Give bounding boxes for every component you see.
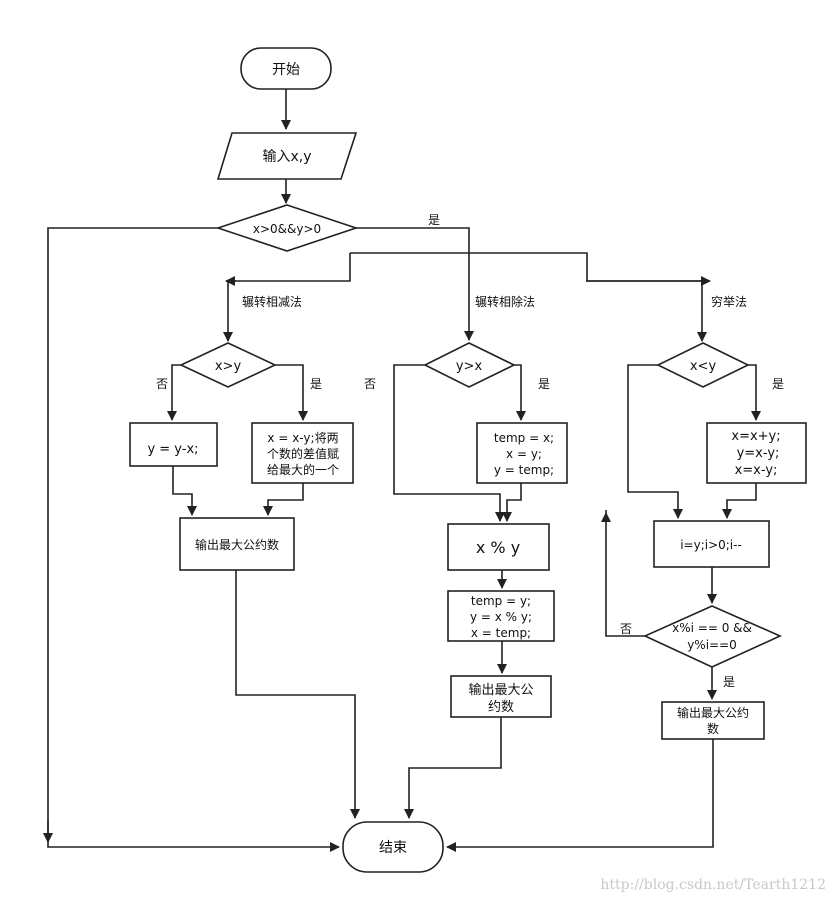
condition-div-diamond [423, 342, 516, 388]
connectors [43, 89, 761, 852]
swap-box [476, 422, 568, 484]
end-label: 结束 [379, 840, 407, 856]
swap-box-line-3: y = temp; [494, 463, 554, 477]
swap-box-2-line-1: x=x+y; [731, 429, 780, 444]
mod-box-text: x % y [476, 538, 520, 557]
swap-box-2-line-3: x=x-y; [735, 463, 778, 478]
sub-yes-box [251, 422, 354, 484]
sub-no-box [129, 422, 218, 467]
sub-no-label: 否 [156, 377, 168, 391]
condition-enum-label: x<y [690, 359, 717, 374]
div-output-box [450, 675, 552, 718]
condition-loop-line-1: x%i == 0 && [672, 621, 752, 635]
swap-box-line-1: temp = x; [494, 431, 554, 445]
sub-no-box-text: y = y-x; [147, 442, 198, 457]
input-parallelogram [216, 132, 358, 180]
sub-output-text: 输出最大公约数 [195, 537, 279, 552]
sub-yes-box-line-3: 给最大的一个 [267, 462, 339, 477]
start-terminal [240, 47, 332, 90]
end-terminal [342, 821, 444, 873]
start-label: 开始 [272, 62, 300, 78]
rotate-box-line-1: temp = y; [471, 594, 531, 608]
loop-box [653, 520, 770, 568]
mod-box [447, 523, 550, 571]
condition-main-diamond [215, 204, 359, 252]
main-yes-label: 是 [428, 213, 440, 227]
swap-box-2 [706, 422, 807, 484]
div-output-line-1: 输出最大公 [468, 682, 533, 698]
swap-box-line-2: x = y; [506, 447, 542, 461]
sub-output-box [179, 517, 295, 571]
condition-div-label: y>x [456, 359, 483, 374]
rotate-box-line-2: y = x % y; [470, 610, 532, 624]
condition-loop-line-2: y%i==0 [687, 638, 737, 652]
condition-sub-label: x>y [215, 359, 242, 374]
sub-yes-label: 是 [310, 377, 322, 391]
condition-sub-diamond [179, 342, 277, 388]
branch-enumerate-label: 穷举法 [711, 294, 747, 309]
sub-yes-box-line-1: x = x-y;将两 [267, 431, 338, 445]
enum-output-line-2: 数 [707, 721, 719, 736]
branch-divide-label: 辗转相除法 [475, 294, 535, 309]
div-output-line-2: 约数 [488, 700, 514, 715]
condition-loop-diamond [643, 605, 782, 668]
condition-enum-diamond [656, 342, 750, 388]
rotate-box [447, 590, 555, 642]
loop-yes-label: 是 [723, 675, 735, 689]
branch-subtract-label: 辗转相减法 [242, 294, 302, 309]
condition-main-label: x>0&&y>0 [253, 222, 321, 236]
watermark: http://blog.csdn.net/Tearth1212 [600, 877, 826, 893]
enum-output-box [661, 701, 765, 740]
loop-no-label: 否 [620, 622, 632, 636]
div-yes-label: 是 [538, 377, 550, 391]
div-no-label: 否 [364, 377, 376, 391]
enum-yes-label: 是 [772, 377, 784, 391]
loop-box-text: i=y;i>0;i-- [680, 538, 742, 552]
input-label: 输入x,y [262, 149, 311, 165]
sub-yes-box-line-2: 个数的差值赋 [267, 446, 339, 461]
rotate-box-line-3: x = temp; [471, 626, 531, 640]
swap-box-2-line-2: y=x-y; [737, 446, 780, 461]
enum-output-line-1: 输出最大公约 [677, 705, 749, 720]
